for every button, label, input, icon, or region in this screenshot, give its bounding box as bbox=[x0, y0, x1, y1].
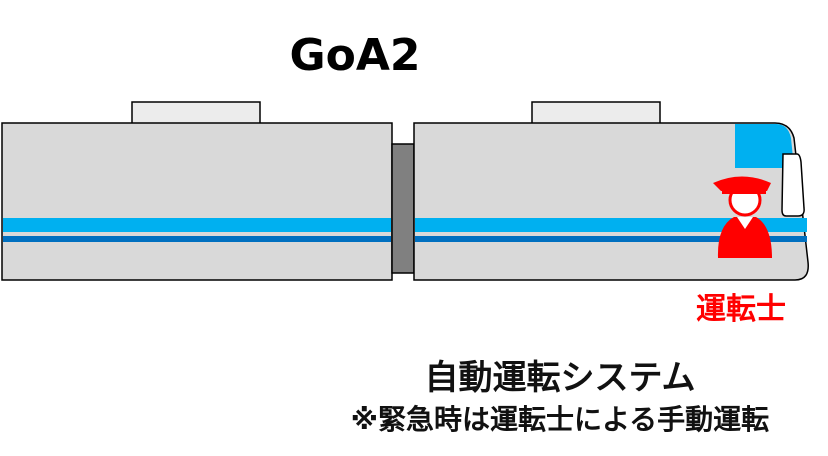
train-car-icon bbox=[1, 101, 393, 281]
train-cab-icon bbox=[413, 101, 809, 281]
front-window bbox=[781, 153, 805, 217]
driver-collar bbox=[737, 217, 753, 229]
system-label: 自動運転システム bbox=[424, 358, 696, 398]
emergency-note: ※緊急時は運転士による手動運転 bbox=[350, 403, 770, 436]
driver-cap bbox=[713, 176, 771, 191]
cab-window bbox=[735, 124, 794, 168]
left-car-stripe-dark bbox=[3, 236, 391, 242]
driver-label: 運転士 bbox=[696, 292, 786, 327]
left-car-body bbox=[1, 122, 393, 281]
driver-icon bbox=[713, 176, 772, 258]
driver-body bbox=[717, 217, 772, 258]
right-car-stripe-dark bbox=[415, 236, 807, 242]
left-car-pantograph-base bbox=[131, 101, 261, 125]
right-car-stripe-light bbox=[415, 218, 807, 232]
diagram-title: GoA2 bbox=[289, 30, 421, 81]
left-car-stripe-light bbox=[3, 218, 391, 232]
right-car-pantograph-base bbox=[531, 101, 661, 125]
coupler bbox=[391, 143, 415, 274]
driver-cap-brim bbox=[722, 190, 766, 194]
